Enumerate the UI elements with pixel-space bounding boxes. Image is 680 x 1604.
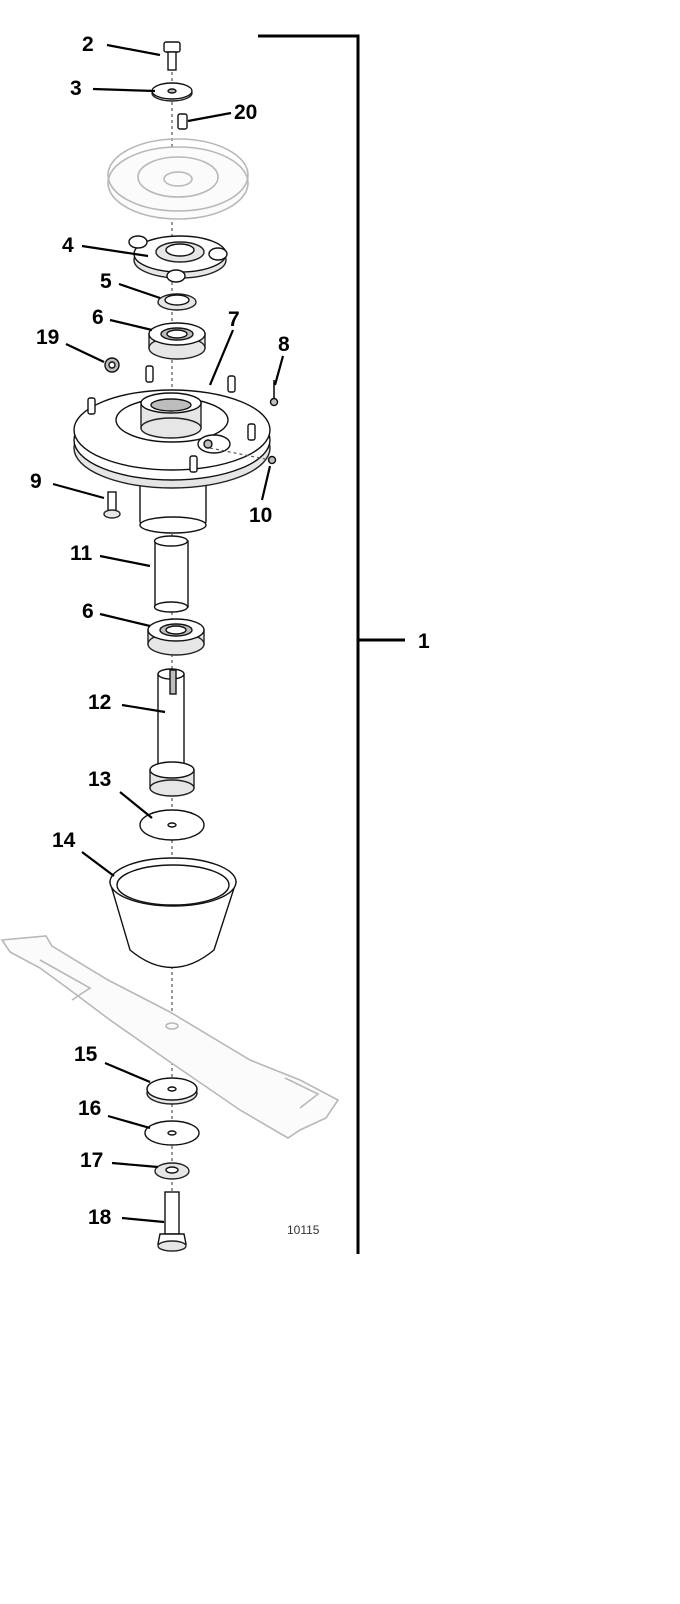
part-13-washer [139, 809, 205, 841]
part-17-lock-washer [154, 1162, 190, 1180]
part-8-screw [269, 380, 279, 407]
callout-11: 11 [70, 542, 93, 565]
part-20-key [177, 113, 188, 130]
figure-number: 10115 [287, 1223, 320, 1237]
callout-16: 16 [78, 1097, 101, 1120]
callout-13: 13 [88, 768, 111, 791]
part-6-bearing-upper [148, 322, 206, 360]
callout-6-upper: 6 [92, 306, 104, 329]
part-15-washer [146, 1077, 198, 1105]
assembly-bracket [258, 34, 405, 1254]
part-10-screw [209, 447, 277, 465]
callout-9: 9 [30, 470, 42, 493]
callout-7: 7 [228, 308, 240, 331]
part-11-spacer [153, 535, 189, 613]
callout-19: 19 [36, 326, 59, 349]
part-12-spindle-shaft [149, 668, 195, 797]
pulley-outline [107, 138, 249, 220]
part-6-bearing-lower [147, 618, 205, 656]
part-14-grass-shield [109, 857, 237, 969]
callout-2: 2 [82, 33, 94, 56]
callout-18: 18 [88, 1206, 112, 1229]
callout-20: 20 [234, 101, 257, 124]
part-16-washer [144, 1120, 200, 1146]
part-9-bolt [103, 491, 121, 519]
blade-outline [0, 935, 340, 1139]
callout-1: 1 [418, 630, 430, 653]
callout-10: 10 [249, 504, 272, 527]
callout-8: 8 [278, 333, 290, 356]
part-5-seal [157, 293, 197, 311]
part-18-bolt [157, 1191, 187, 1252]
callout-5: 5 [100, 270, 112, 293]
part-19-grease-fitting [104, 357, 120, 373]
part-7-spindle-housing [73, 365, 271, 534]
part-4-bearing-cap [128, 235, 228, 283]
part-2-bolt [163, 41, 181, 71]
callout-labels: 1 2 3 20 4 5 6 19 7 8 9 10 11 6 12 13 14… [30, 33, 430, 1229]
callout-3: 3 [70, 77, 82, 100]
leader-lines [52, 43, 285, 1224]
callout-15: 15 [74, 1043, 98, 1066]
part-3-washer [151, 82, 193, 102]
callout-14: 14 [52, 829, 76, 852]
callout-17: 17 [80, 1149, 103, 1172]
callout-12: 12 [88, 691, 111, 714]
callout-4: 4 [62, 234, 74, 257]
callout-6-lower: 6 [82, 600, 94, 623]
